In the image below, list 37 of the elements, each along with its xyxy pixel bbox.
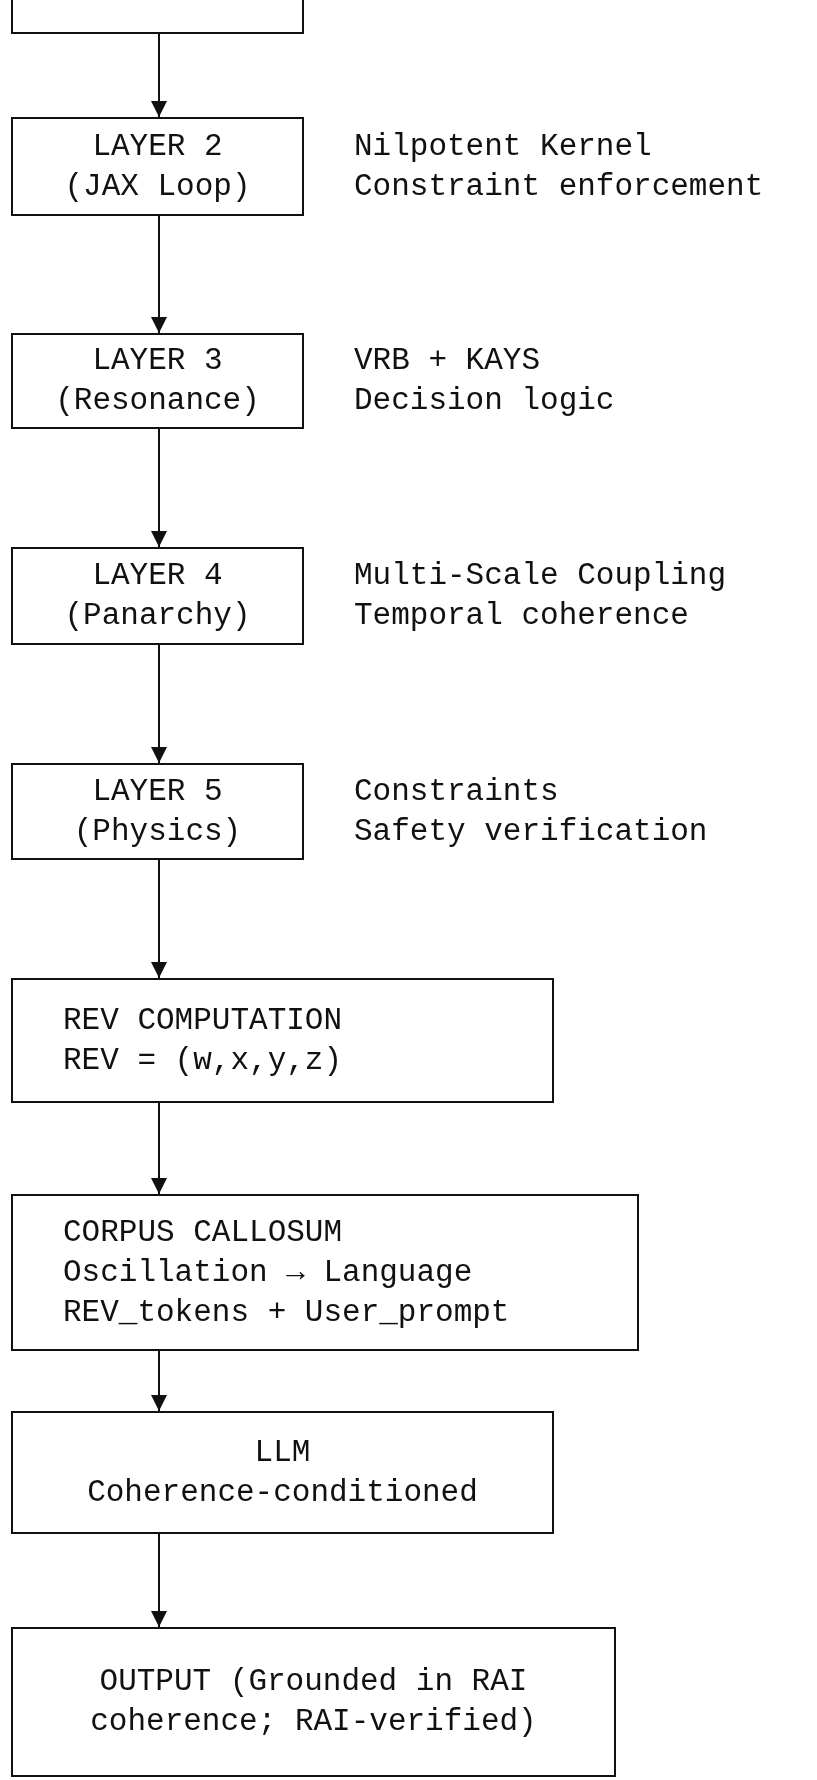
process-box — [11, 763, 304, 860]
arrow — [151, 1533, 167, 1628]
process-box — [11, 1411, 554, 1534]
process-box — [11, 1627, 616, 1777]
box-text: CORPUS CALLOSUM — [63, 1213, 343, 1252]
side-note: Constraints — [354, 772, 559, 811]
box-text: LAYER 5 (Physics) — [72, 772, 243, 851]
process-box — [11, 1194, 639, 1351]
box-text: Coherence-conditioned — [87, 1473, 478, 1512]
box-text: LAYER 3 (Resonance) — [54, 342, 261, 420]
process-box — [11, 0, 304, 34]
arrow — [151, 1102, 167, 1195]
arrow — [151, 1350, 167, 1412]
side-note: Multi-Scale Coupling — [354, 557, 727, 595]
side-note: Temporal coherence — [354, 597, 689, 635]
box-text: Oscillation → Language — [63, 1253, 473, 1292]
arrow — [151, 859, 167, 979]
box-text: LAYER 2 (JAX Loop) — [63, 127, 252, 206]
box-text: REV = (w,x,y,z) — [63, 1041, 343, 1080]
process-box — [11, 117, 304, 216]
box-text: OUTPUT (Grounded in RAI coherence; RAI-verified) — [89, 1663, 538, 1741]
process-box — [11, 333, 304, 429]
arrow — [151, 644, 167, 764]
box-text: REV COMPUTATION — [63, 1001, 343, 1040]
side-note: Nilpotent Kernel — [354, 127, 652, 166]
side-note: Safety verification — [354, 812, 708, 851]
process-box — [11, 978, 554, 1103]
arrow — [151, 215, 167, 334]
side-note: Decision logic — [354, 382, 615, 420]
process-box — [11, 547, 304, 645]
arrow — [151, 33, 167, 118]
arrow — [151, 428, 167, 548]
box-text: REV_tokens + User_prompt — [63, 1293, 510, 1332]
box-text: LLM — [254, 1433, 311, 1472]
side-note: VRB + KAYS — [354, 342, 541, 380]
box-text: LAYER 4 (Panarchy) — [63, 557, 252, 635]
side-note: Constraint enforcement — [354, 167, 764, 206]
